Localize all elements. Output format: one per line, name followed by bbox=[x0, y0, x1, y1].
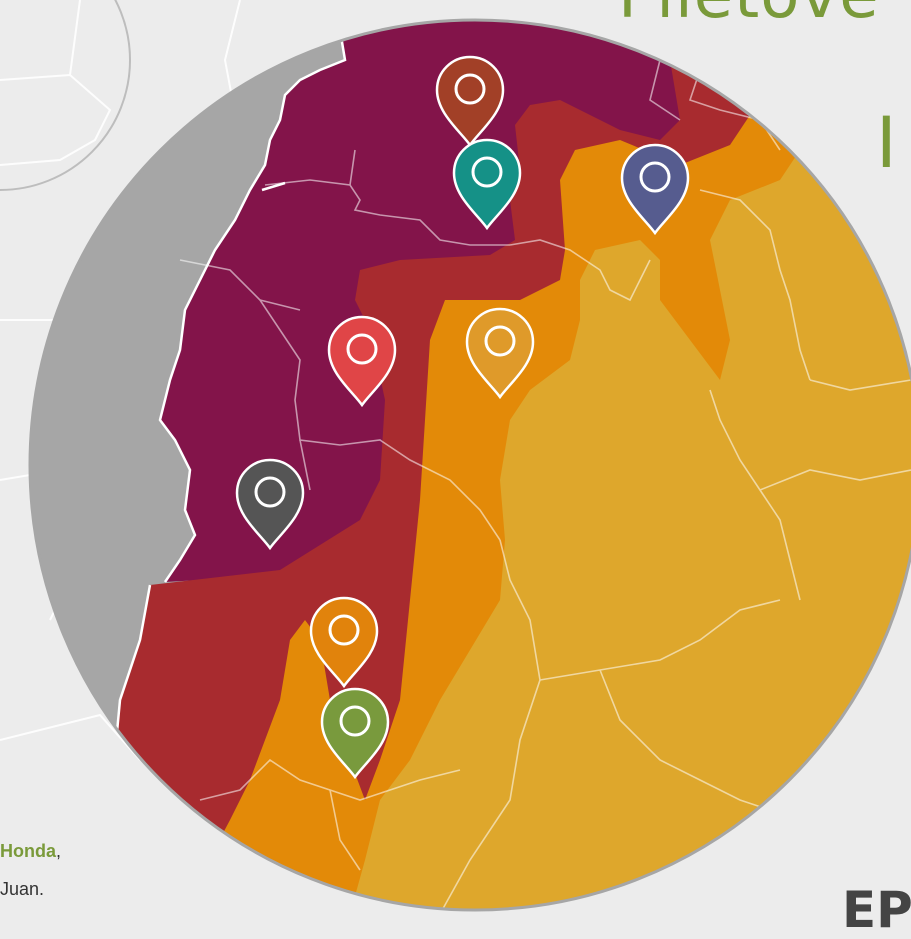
headline-line-1: Piletove bbox=[618, 0, 880, 28]
map-pin-icon bbox=[435, 55, 505, 148]
pin-center-ring bbox=[454, 73, 486, 105]
marker-red[interactable] bbox=[327, 315, 397, 408]
marker-teal[interactable] bbox=[452, 138, 522, 231]
headline-line-2: I bbox=[876, 102, 898, 184]
marker-layer bbox=[235, 55, 690, 780]
inset-ring bbox=[0, 0, 131, 191]
corner-text: EP bbox=[842, 881, 911, 939]
marker-indigo[interactable] bbox=[620, 143, 690, 236]
marker-brown[interactable] bbox=[435, 55, 505, 148]
map-pin-icon bbox=[327, 315, 397, 408]
pin-center-ring bbox=[328, 614, 360, 646]
zone-low bbox=[350, 100, 911, 910]
pin-center-ring bbox=[254, 476, 286, 508]
map-figure bbox=[0, 0, 911, 912]
caption-place-name: Honda bbox=[0, 841, 56, 861]
map-pin-icon bbox=[320, 687, 390, 780]
marker-amber[interactable] bbox=[465, 307, 535, 400]
map-pin-icon bbox=[452, 138, 522, 231]
map-pin-icon bbox=[465, 307, 535, 400]
marker-green[interactable] bbox=[320, 687, 390, 780]
map-pin-icon bbox=[235, 458, 305, 551]
pin-center-ring bbox=[471, 156, 503, 188]
caption-line-1: Honda, bbox=[0, 841, 61, 862]
map-disc-border bbox=[28, 18, 911, 912]
pin-center-ring bbox=[639, 161, 671, 193]
marker-orange[interactable] bbox=[309, 596, 379, 689]
pin-center-ring bbox=[484, 325, 516, 357]
map-pin-icon bbox=[620, 143, 690, 236]
marker-gray[interactable] bbox=[235, 458, 305, 551]
caption-place-suffix: , bbox=[56, 841, 62, 861]
pin-center-ring bbox=[339, 705, 371, 737]
map-pin-icon bbox=[309, 596, 379, 689]
pin-center-ring bbox=[346, 333, 378, 365]
map-disc bbox=[30, 20, 911, 910]
caption-line-2: Juan. bbox=[0, 879, 45, 899]
